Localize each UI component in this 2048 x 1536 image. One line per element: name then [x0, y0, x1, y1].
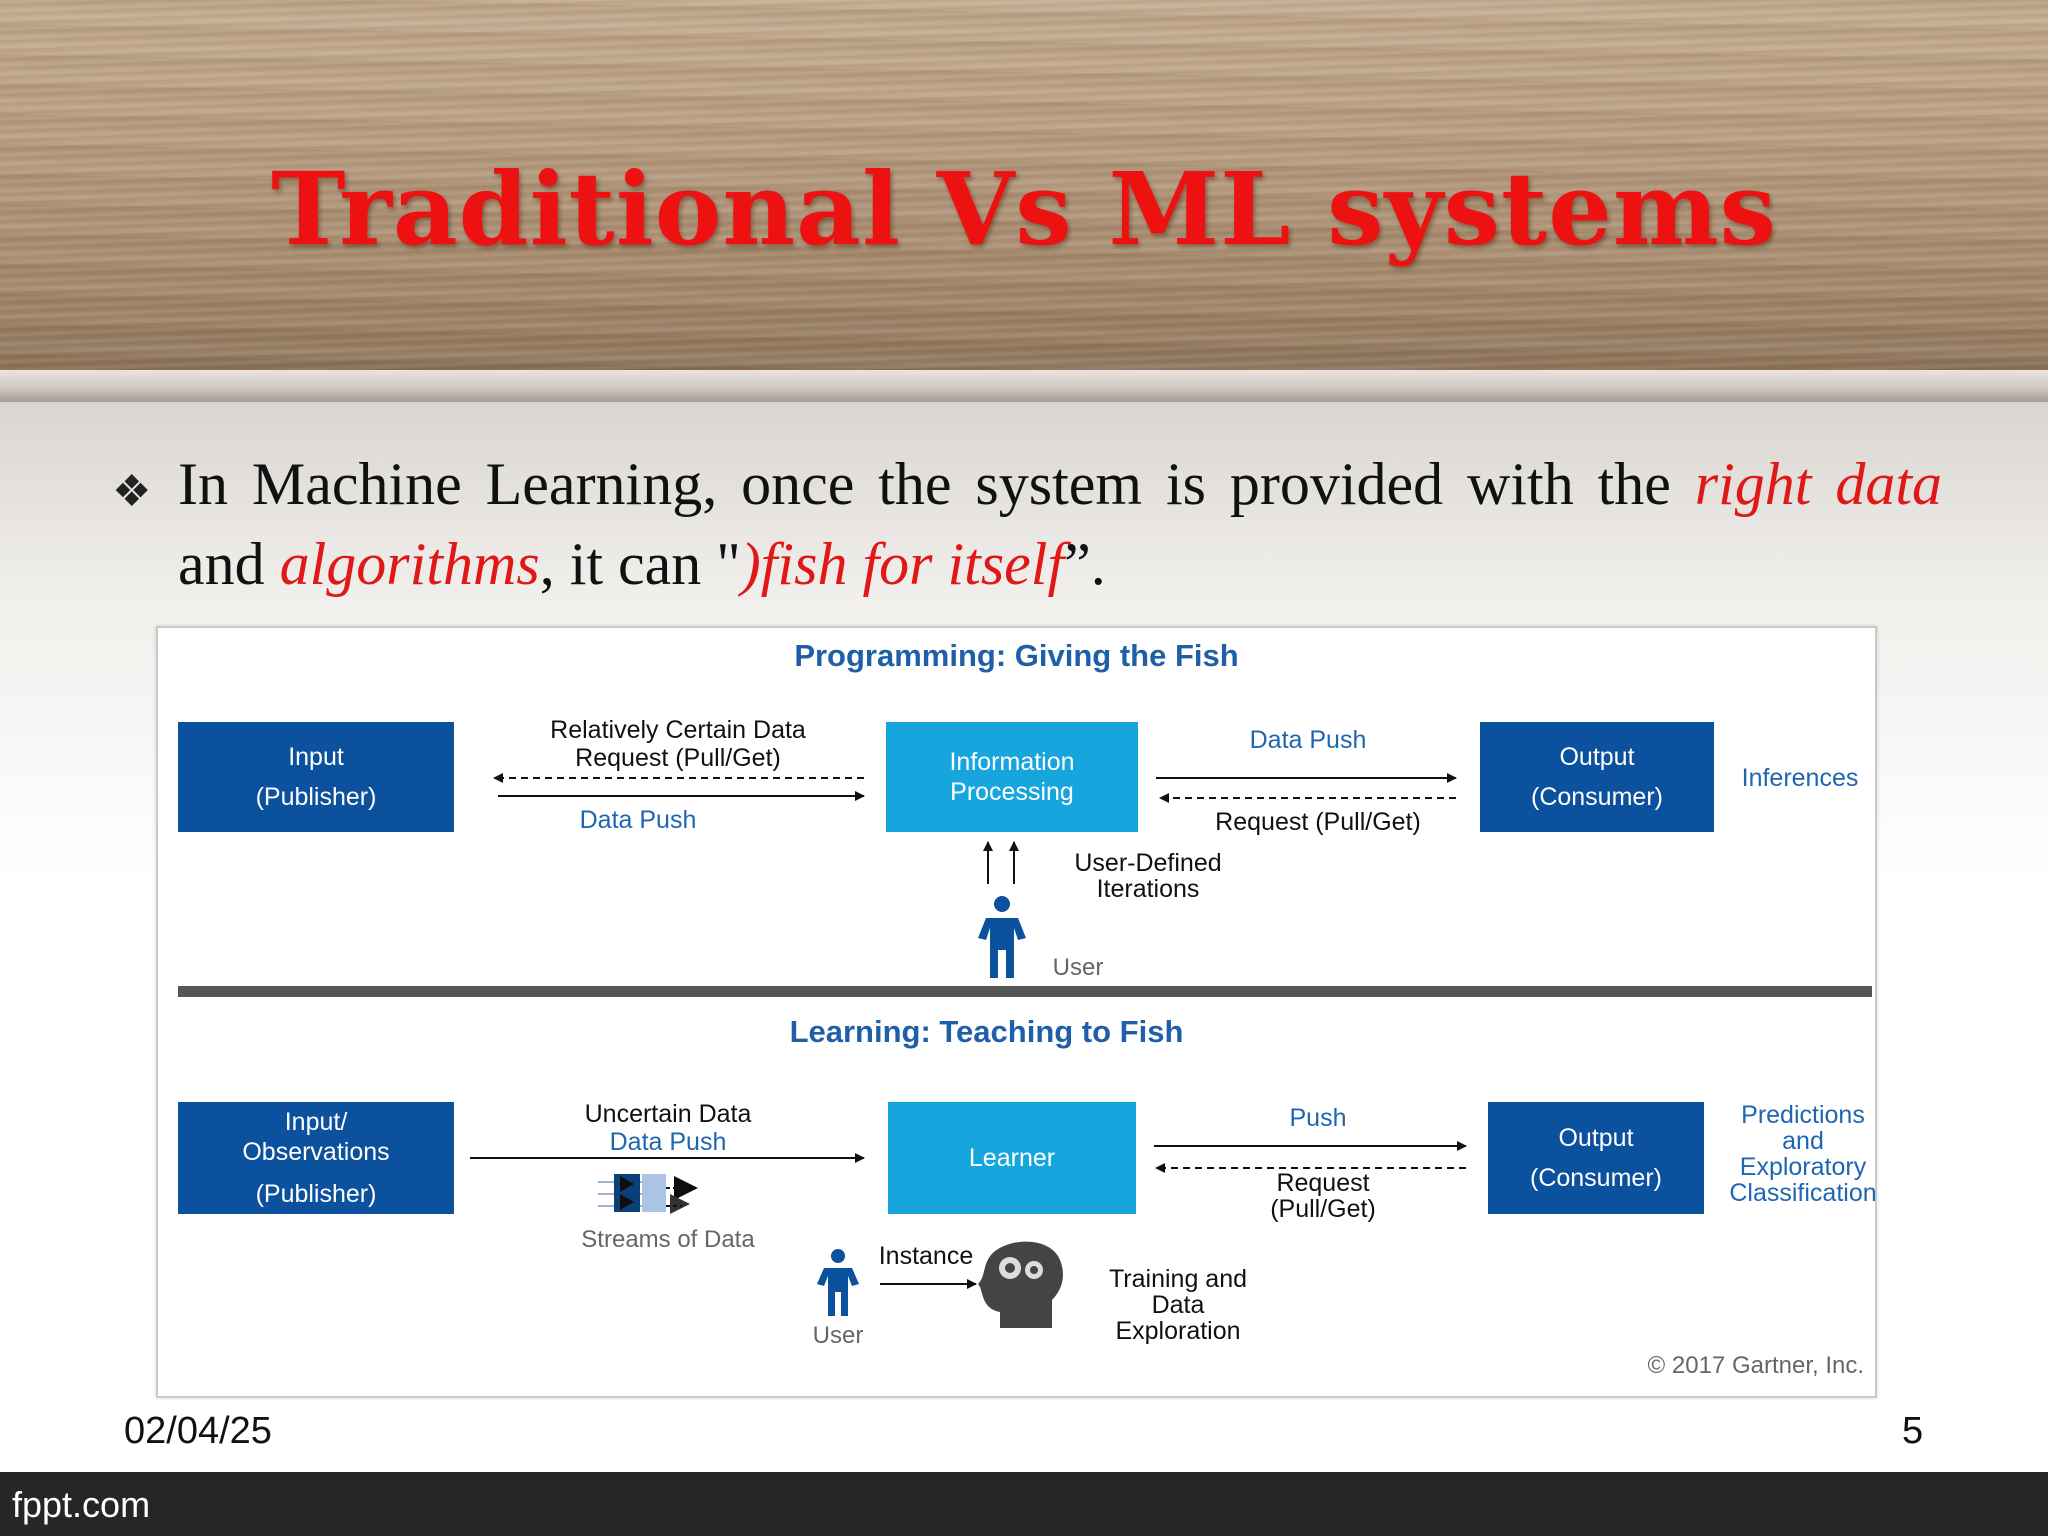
- bullet-text: In Machine Learning, once the system is …: [178, 444, 1942, 604]
- emphasis-fish-for-itself: fish for itself: [760, 531, 1065, 597]
- copyright-text: © 2017 Gartner, Inc.: [1647, 1352, 1864, 1379]
- bullet-text-part: ”.: [1064, 531, 1106, 597]
- bottom-bar: [0, 1472, 2048, 1536]
- box-label: Output: [1559, 743, 1635, 771]
- bullet-text-part: and: [178, 531, 280, 597]
- label-line: Iterations: [1096, 875, 1200, 903]
- box-label: Input/: [284, 1108, 348, 1136]
- label-request-pull-get: Request (Pull/Get): [1215, 808, 1421, 836]
- label-line: Data: [1151, 1291, 1205, 1319]
- label-line: Classification: [1729, 1179, 1877, 1207]
- box-label: (Consumer): [1531, 783, 1663, 811]
- information-processing-box: Information Processing: [886, 722, 1138, 832]
- label-line: and: [1782, 1127, 1824, 1155]
- label-inferences: Inferences: [1741, 764, 1859, 792]
- slide-page-number: 5: [1902, 1410, 1924, 1452]
- programming-section-title: Programming: Giving the Fish: [794, 638, 1239, 673]
- box-label: Learner: [968, 1144, 1056, 1172]
- user-icon: [817, 1249, 859, 1316]
- box-label: (Publisher): [255, 783, 377, 811]
- user-icon: [978, 896, 1026, 978]
- label-request: Request (Pull/Get): [1218, 1170, 1428, 1222]
- box-label: (Consumer): [1530, 1164, 1662, 1192]
- label-line: User-Defined: [1074, 849, 1222, 877]
- label-line: Uncertain Data: [584, 1100, 752, 1128]
- slide-title: Traditional Vs ML systems: [271, 150, 1777, 268]
- label-data-push: Data Push: [579, 806, 697, 834]
- bullet-paragraph: ❖ In Machine Learning, once the system i…: [112, 444, 1942, 604]
- input-publisher-box: Input (Publisher): [178, 722, 454, 832]
- label-line: Exploration: [1115, 1317, 1241, 1345]
- bullet-text-part: , it can ": [539, 531, 741, 597]
- label-line: Data Push: [609, 1128, 727, 1156]
- wood-header: [0, 0, 2048, 390]
- ml-vs-programming-diagram: Programming: Giving the Fish Input (Publ…: [156, 626, 1877, 1398]
- label-line: (Pull/Get): [1270, 1195, 1376, 1223]
- output-consumer-box-learning: Output (Consumer): [1488, 1102, 1704, 1214]
- emphasis-right-data: right data: [1694, 451, 1943, 517]
- streams-of-data-icon: [598, 1174, 698, 1214]
- bullet-text-part: In Machine Learning, once the system is …: [178, 451, 1695, 517]
- label-uncertain-data: Uncertain Data Data Push: [518, 1100, 818, 1156]
- emphasis-algorithms: algorithms: [279, 531, 540, 597]
- bullet-text-part: ): [740, 531, 761, 597]
- box-label: Observations: [242, 1138, 390, 1166]
- label-instance: Instance: [878, 1242, 974, 1270]
- input-observations-box: Input/ Observations (Publisher): [178, 1102, 454, 1214]
- label-line: Relatively Certain Data: [550, 716, 806, 744]
- label-relatively-certain-data: Relatively Certain Data Request (Pull/Ge…: [488, 716, 868, 772]
- label-predictions-classification: Predictions and Exploratory Classificati…: [1708, 1102, 1898, 1206]
- box-label: Processing: [950, 778, 1074, 806]
- box-label: Input: [288, 743, 344, 771]
- output-consumer-box: Output (Consumer): [1480, 722, 1714, 832]
- label-user: User: [1052, 954, 1104, 981]
- label-line: Training and: [1108, 1265, 1248, 1293]
- learner-box: Learner: [888, 1102, 1136, 1214]
- slide-date: 02/04/25: [124, 1410, 272, 1452]
- learning-head-gears-icon: [978, 1241, 1063, 1328]
- label-user-learning: User: [812, 1322, 864, 1349]
- box-label: Information: [949, 748, 1075, 776]
- box-label: (Publisher): [255, 1180, 377, 1208]
- section-divider: [178, 986, 1872, 997]
- label-training-exploration: Training and Data Exploration: [1078, 1266, 1278, 1344]
- diagram-connectors: [178, 773, 1872, 1328]
- learning-section-title: Learning: Teaching to Fish: [789, 1014, 1184, 1049]
- label-line: Exploratory: [1739, 1153, 1867, 1181]
- label-data-push-right: Data Push: [1249, 726, 1367, 754]
- label-line: Predictions: [1741, 1101, 1865, 1129]
- label-push: Push: [1289, 1104, 1347, 1132]
- label-line: Request (Pull/Get): [575, 744, 781, 772]
- label-line: Request: [1276, 1169, 1370, 1197]
- label-streams-of-data: Streams of Data: [581, 1226, 755, 1253]
- shelf-divider: [0, 370, 2048, 402]
- brand-link[interactable]: fppt.com: [12, 1484, 151, 1525]
- box-label: Output: [1558, 1124, 1634, 1152]
- label-user-defined-iterations: User-Defined Iterations: [1038, 850, 1258, 902]
- four-diamonds-bullet-icon: ❖: [112, 467, 152, 516]
